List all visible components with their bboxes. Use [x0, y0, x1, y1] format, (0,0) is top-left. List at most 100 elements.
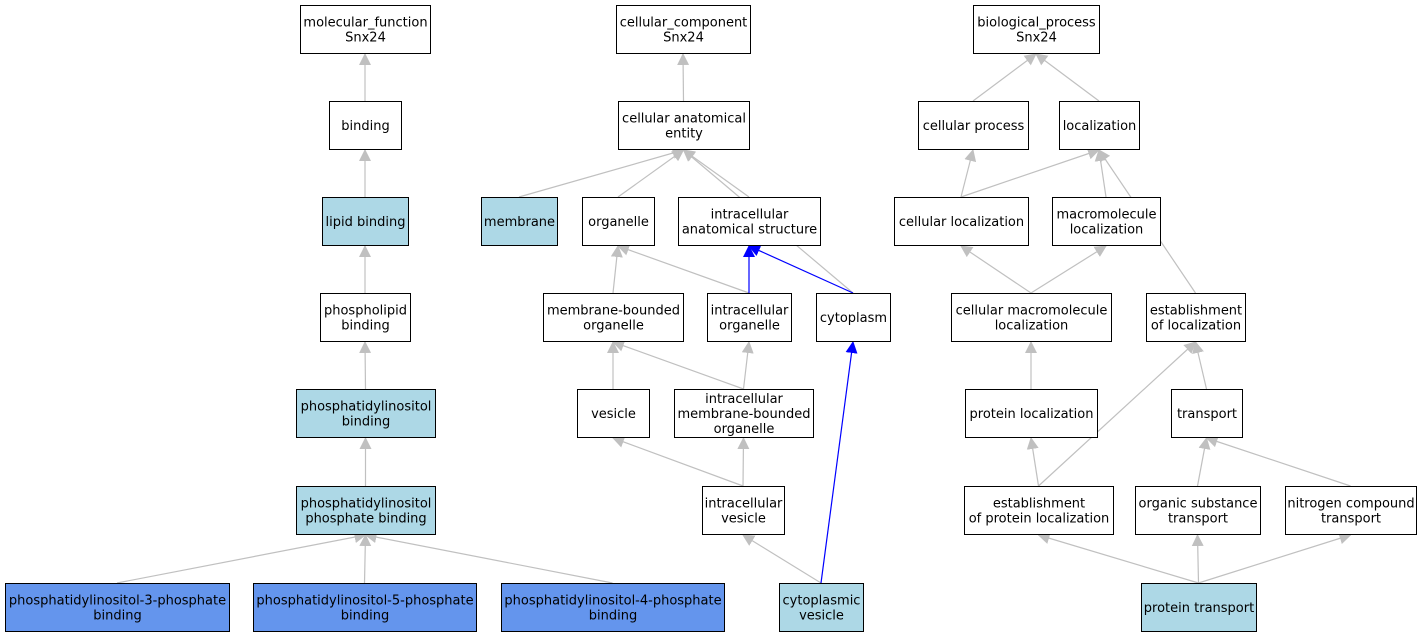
node-box — [329, 101, 402, 150]
edge-pi5p-to-pip_binding — [359, 534, 372, 584]
node-box — [582, 197, 655, 246]
node-box — [322, 197, 409, 246]
node-label: membrane-bounded — [547, 304, 680, 319]
node-cytoplasm[interactable]: cytoplasm — [816, 293, 891, 342]
node-label: localization — [1063, 119, 1137, 134]
node-box — [5, 583, 230, 632]
node-box — [1141, 583, 1257, 632]
node-label: organelle — [583, 319, 644, 334]
node-box — [951, 293, 1112, 342]
node-label: establishment — [1150, 304, 1242, 319]
node-box — [1285, 486, 1417, 535]
node-label: phospholipid — [324, 304, 407, 319]
edge-cml-to-ml — [1030, 245, 1107, 294]
node-label: localization — [1070, 223, 1144, 238]
node-label: binding — [93, 609, 141, 624]
node-label: cellular process — [923, 119, 1025, 134]
edge-membrane-to-cae — [518, 147, 685, 198]
node-label: organelle — [714, 422, 775, 437]
node-box — [320, 293, 411, 342]
node-binding[interactable]: binding — [329, 101, 402, 150]
node-membrane[interactable]: membrane — [481, 197, 558, 246]
node-box — [1059, 101, 1140, 150]
node-label: binding — [589, 609, 637, 624]
node-loc[interactable]: localization — [1059, 101, 1140, 150]
node-label: vesicle — [591, 407, 636, 422]
node-box — [678, 197, 821, 246]
node-label: transport — [1177, 407, 1237, 422]
node-label: organelle — [588, 215, 649, 230]
edge-ml-to-loc — [1094, 149, 1107, 198]
node-label: transport — [1321, 512, 1381, 527]
node-label: establishment — [993, 497, 1085, 512]
node-cp[interactable]: cellular process — [918, 101, 1029, 150]
node-label: membrane-bounded — [677, 407, 810, 422]
edge-imbo-to-mbo — [612, 340, 744, 390]
edge-ost-to-transport — [1196, 437, 1211, 487]
node-label: macromolecule — [1056, 208, 1156, 223]
node-box — [1052, 197, 1161, 246]
node-box — [702, 486, 785, 535]
node-label: phosphatidylinositol-5-phosphate — [256, 594, 473, 609]
edge-nct-to-transport — [1205, 435, 1351, 487]
node-organelle[interactable]: organelle — [582, 197, 655, 246]
edge-ias-to-cae — [682, 149, 750, 198]
edge-cml-to-cl — [960, 245, 1032, 294]
node-label: cytoplasmic — [783, 594, 861, 609]
node-cl[interactable]: cellular localization — [894, 197, 1029, 246]
node-label: membrane — [484, 215, 555, 230]
edge-iv-to-imbo — [737, 437, 750, 487]
edge-pt-to-epl — [1037, 532, 1199, 584]
node-label: cellular anatomical — [622, 112, 746, 127]
node-box — [618, 101, 750, 150]
node-label: organic substance — [1139, 497, 1258, 512]
edge-pi4p-to-pip_binding — [364, 531, 613, 584]
node-box — [253, 583, 477, 632]
edge-cl-to-loc — [960, 147, 1100, 198]
edge-imbo-to-io — [741, 341, 754, 390]
node-lipid[interactable]: lipid binding — [322, 197, 409, 246]
node-pt[interactable]: protein transport — [1141, 583, 1257, 632]
node-label: phosphatidylinositol-4-phosphate — [504, 594, 721, 609]
node-transport[interactable]: transport — [1171, 389, 1243, 438]
edge-mbo-to-organelle — [610, 245, 623, 294]
node-label: intracellular — [711, 208, 789, 223]
node-label: phosphatidylinositol — [301, 400, 432, 415]
node-box — [918, 101, 1029, 150]
edge-transport-to-eol — [1192, 341, 1208, 390]
node-box — [296, 486, 436, 535]
node-box — [1171, 389, 1243, 438]
node-label: binding — [341, 119, 389, 134]
edge-pt-to-nct — [1198, 532, 1352, 584]
node-label: biological_process — [977, 16, 1096, 31]
node-label: vesicle — [799, 609, 844, 624]
node-label: Snx24 — [345, 31, 386, 46]
edge-pi3p-to-pip_binding — [116, 531, 367, 584]
edge-epl-to-pl — [1026, 437, 1040, 487]
node-vesicle[interactable]: vesicle — [577, 389, 650, 438]
node-pl[interactable]: protein localization — [965, 389, 1098, 438]
node-box — [816, 293, 891, 342]
